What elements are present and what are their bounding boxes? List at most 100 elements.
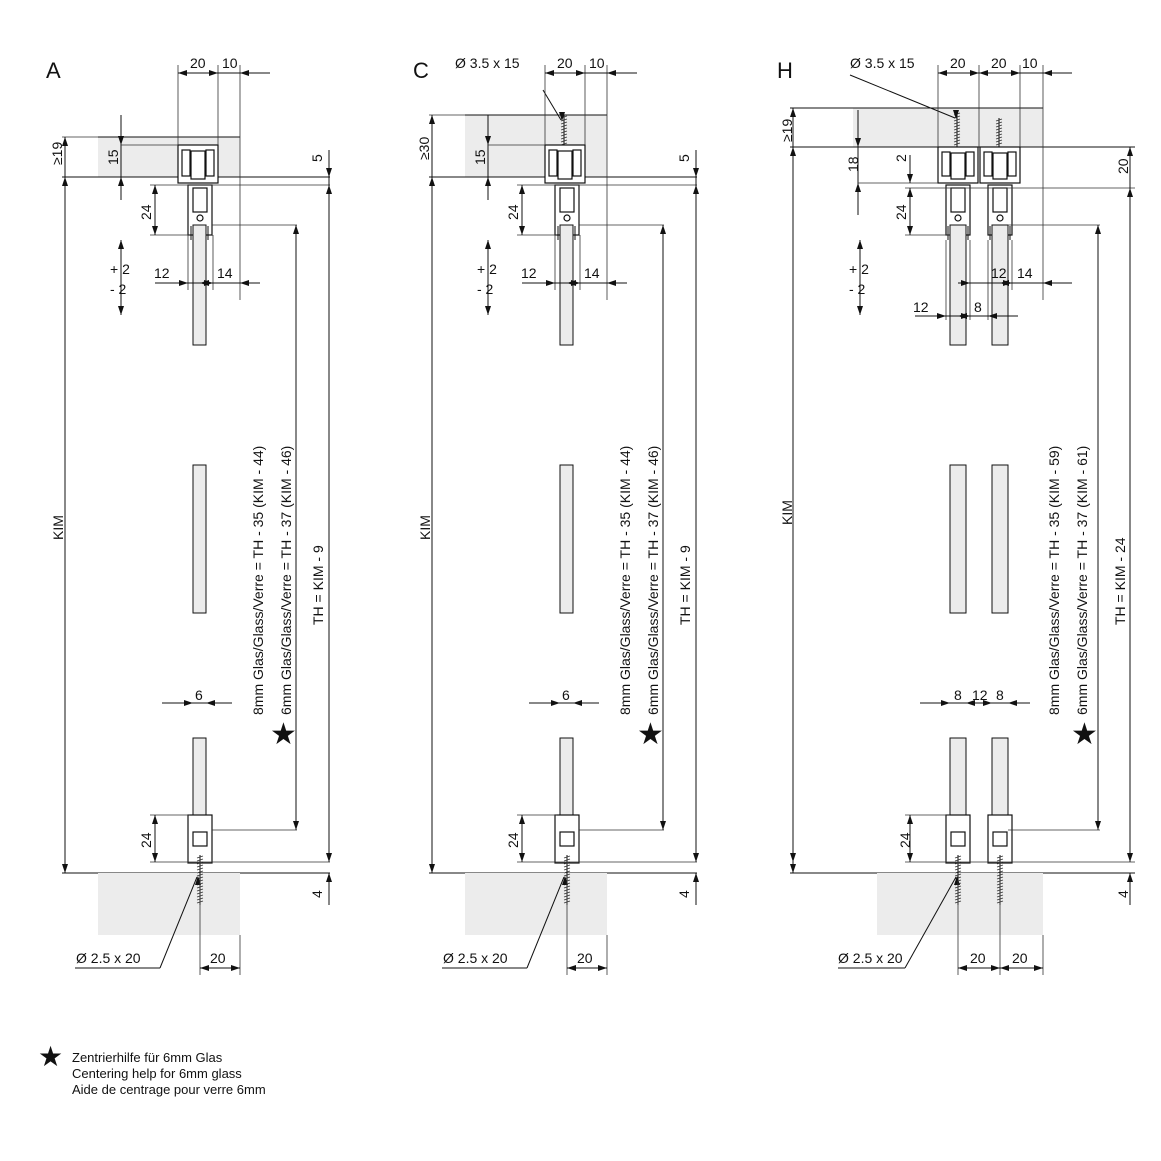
arrowhead [907, 815, 913, 824]
dim-offset-right: 14 [217, 265, 233, 281]
hanger-nut [563, 214, 571, 222]
arrowhead [790, 108, 796, 117]
arrowhead [693, 873, 699, 882]
legend-line-de: Zentrierhilfe für 6mm Glas [72, 1050, 223, 1065]
hanger-bolt [192, 187, 208, 213]
arrowhead [206, 700, 215, 706]
dim-track-width-2: 20 [991, 55, 1007, 71]
floor-screw-thread [563, 855, 571, 859]
arrowhead [855, 138, 861, 147]
dim-bottom-guide: 24 [505, 832, 521, 848]
floor-screw-thread [196, 855, 204, 859]
dim-track-depth: 18 [845, 156, 861, 172]
arrowhead [118, 136, 124, 145]
dim-th: TH = KIM - 24 [1112, 537, 1128, 625]
arrowhead [855, 183, 861, 192]
arrowhead [1003, 280, 1012, 286]
star-icon: ★ [637, 718, 664, 751]
arrowhead [519, 185, 525, 194]
ceiling-screw-thread [560, 139, 568, 143]
hanger-nut [996, 214, 1004, 222]
star-icon: ★ [1071, 718, 1098, 751]
track-chamber [941, 151, 951, 177]
screw-leader [904, 876, 957, 969]
panel-label: H [777, 58, 793, 83]
arrowhead [1127, 853, 1133, 862]
hanger-nut [954, 214, 962, 222]
ceiling-screw-thread [953, 130, 961, 134]
arrowhead [907, 174, 913, 183]
dim-glass-2: 8 [996, 687, 1004, 703]
dim-gap: 20 [1115, 158, 1131, 174]
floor-screw-label: Ø 2.5 x 20 [76, 950, 141, 966]
ceiling-screw-thread [953, 133, 961, 137]
arrowhead [693, 853, 699, 862]
drawing-geometry [62, 65, 1135, 975]
adjust-minus: - 2 [477, 281, 494, 297]
floor-screw-thread [996, 867, 1004, 871]
floor-screw-thread [196, 858, 204, 862]
dim-th: TH = KIM - 9 [677, 545, 693, 625]
star-icon: ★ [38, 1041, 63, 1072]
star-icon: ★ [270, 718, 297, 751]
arrowhead [970, 70, 979, 76]
panel-c: C Ø 3.5 x 15 20 10 ≥30 15 5 24 + 2 - 2 1… [413, 55, 693, 966]
adjust-plus: + 2 [477, 261, 497, 277]
arrowhead [790, 147, 796, 156]
arrowhead [966, 700, 975, 706]
dim-bottom-guide: 24 [897, 832, 913, 848]
screw-leader [159, 876, 198, 969]
dim-edge-offset: 10 [1022, 55, 1038, 71]
roller [557, 150, 573, 180]
arrowhead [1127, 147, 1133, 156]
arrowhead [118, 177, 124, 186]
ceiling-screw-thread [953, 127, 961, 131]
track-chamber [1007, 151, 1017, 177]
glass-pane [949, 464, 967, 614]
ceiling-block [853, 108, 1043, 147]
dim-hanger: 24 [505, 204, 521, 220]
arrowhead [485, 177, 491, 186]
arrowhead [551, 700, 560, 706]
arrowhead [571, 280, 580, 286]
arrowhead [326, 168, 332, 177]
hanger-bolt [950, 187, 966, 213]
arrowhead [152, 853, 158, 862]
arrowhead [293, 225, 299, 234]
arrowhead [958, 965, 967, 971]
screw-leader [849, 74, 956, 119]
dim-offset-right: 14 [584, 265, 600, 281]
ceiling-screw-thread [953, 121, 961, 125]
glass-8mm-formula: 8mm Glas/Glass/Verre = TH - 35 (KIM - 44… [617, 446, 633, 715]
arrowhead [519, 815, 525, 824]
track-chamber [983, 151, 993, 177]
arrowhead [857, 306, 863, 315]
legend: ★ Zentrierhilfe für 6mm Glas Centering h… [38, 1041, 266, 1097]
hanger-bolt [559, 187, 575, 213]
floor-block [98, 873, 240, 935]
ceiling-screw-thread [995, 127, 1003, 131]
dim-kim: KIM [417, 515, 433, 540]
arrowhead [693, 185, 699, 194]
arrowhead [938, 70, 947, 76]
ceiling-screw-thread [995, 124, 1003, 128]
arrowhead [961, 280, 970, 286]
dim-ceiling: ≥19 [49, 142, 65, 165]
arrowhead [179, 280, 188, 286]
floor-screw-thread [954, 876, 962, 880]
glass-6mm-formula: 6mm Glas/Glass/Verre = TH - 37 (KIM - 61… [1074, 446, 1090, 715]
dim-kim: KIM [50, 515, 66, 540]
dim-offset-left: 12 [154, 265, 170, 281]
arrowhead [62, 137, 68, 146]
ceiling-screw-thread [995, 118, 1003, 122]
floor-screw-thread [996, 855, 1004, 859]
floor-screw-thread [196, 873, 204, 877]
arrowhead [209, 70, 218, 76]
arrowhead [1127, 188, 1133, 197]
dim-track-width: 20 [557, 55, 573, 71]
dim-floor-gap: 4 [1115, 890, 1131, 898]
hanger-nut [196, 214, 204, 222]
dim-ceiling: ≥30 [416, 137, 432, 160]
arrowhead [991, 965, 1000, 971]
arrowhead [200, 965, 209, 971]
